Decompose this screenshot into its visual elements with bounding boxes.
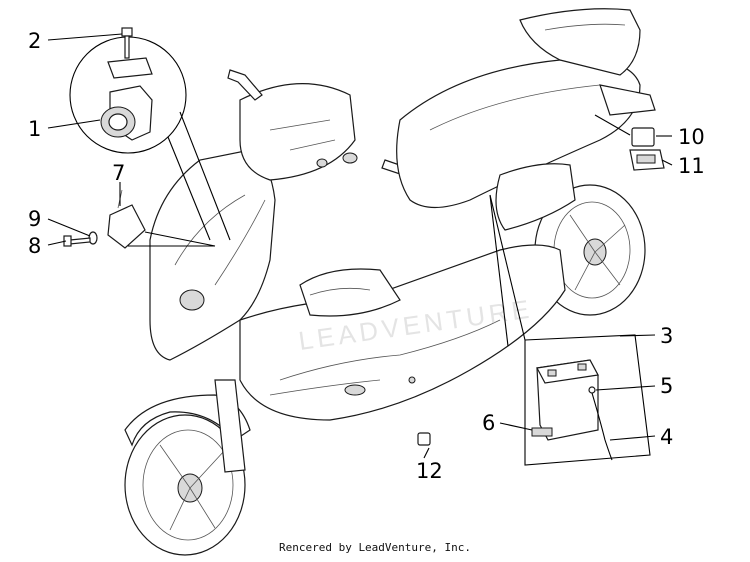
footer-credit: Rencered by LeadVenture, Inc. xyxy=(278,541,472,554)
relay-icon xyxy=(629,149,665,171)
tail-section xyxy=(519,8,641,76)
horn-detail xyxy=(69,27,231,241)
callout-8: 8 xyxy=(28,234,41,258)
relay-cover-detail xyxy=(594,114,665,171)
callout-9: 9 xyxy=(28,207,41,231)
bracket-icon xyxy=(107,57,153,79)
screw-icon xyxy=(121,27,133,59)
breather-tube-icon xyxy=(591,392,613,461)
callout-11: 11 xyxy=(678,154,705,178)
relay-icon xyxy=(107,189,146,249)
screw-icon xyxy=(63,235,91,247)
callout-6: 6 xyxy=(482,411,495,435)
pad-icon xyxy=(531,427,553,437)
callout-labels: 2 1 7 9 8 10 11 3 5 4 6 12 xyxy=(28,29,705,483)
callout-1: 1 xyxy=(28,117,41,141)
horn-icon xyxy=(100,85,153,141)
leader-lines xyxy=(47,33,673,459)
scooter-illustration: LEADVENTURE xyxy=(124,8,656,556)
relay-cover-icon xyxy=(631,127,655,147)
relay-detail xyxy=(63,189,216,249)
callout-5: 5 xyxy=(660,374,673,398)
fuse-icon xyxy=(417,432,431,446)
battery-detail-frame xyxy=(524,334,651,466)
breather-fitting-icon xyxy=(588,386,596,394)
battery-detail xyxy=(489,194,651,466)
callout-12: 12 xyxy=(416,459,443,483)
callout-4: 4 xyxy=(660,425,673,449)
battery-icon xyxy=(536,359,599,441)
callout-7: 7 xyxy=(112,161,125,185)
callout-3: 3 xyxy=(660,324,673,348)
callout-10: 10 xyxy=(678,125,705,149)
front-shield xyxy=(149,149,276,361)
callout-2: 2 xyxy=(28,29,41,53)
windscreen xyxy=(239,83,356,181)
seat xyxy=(396,58,641,209)
